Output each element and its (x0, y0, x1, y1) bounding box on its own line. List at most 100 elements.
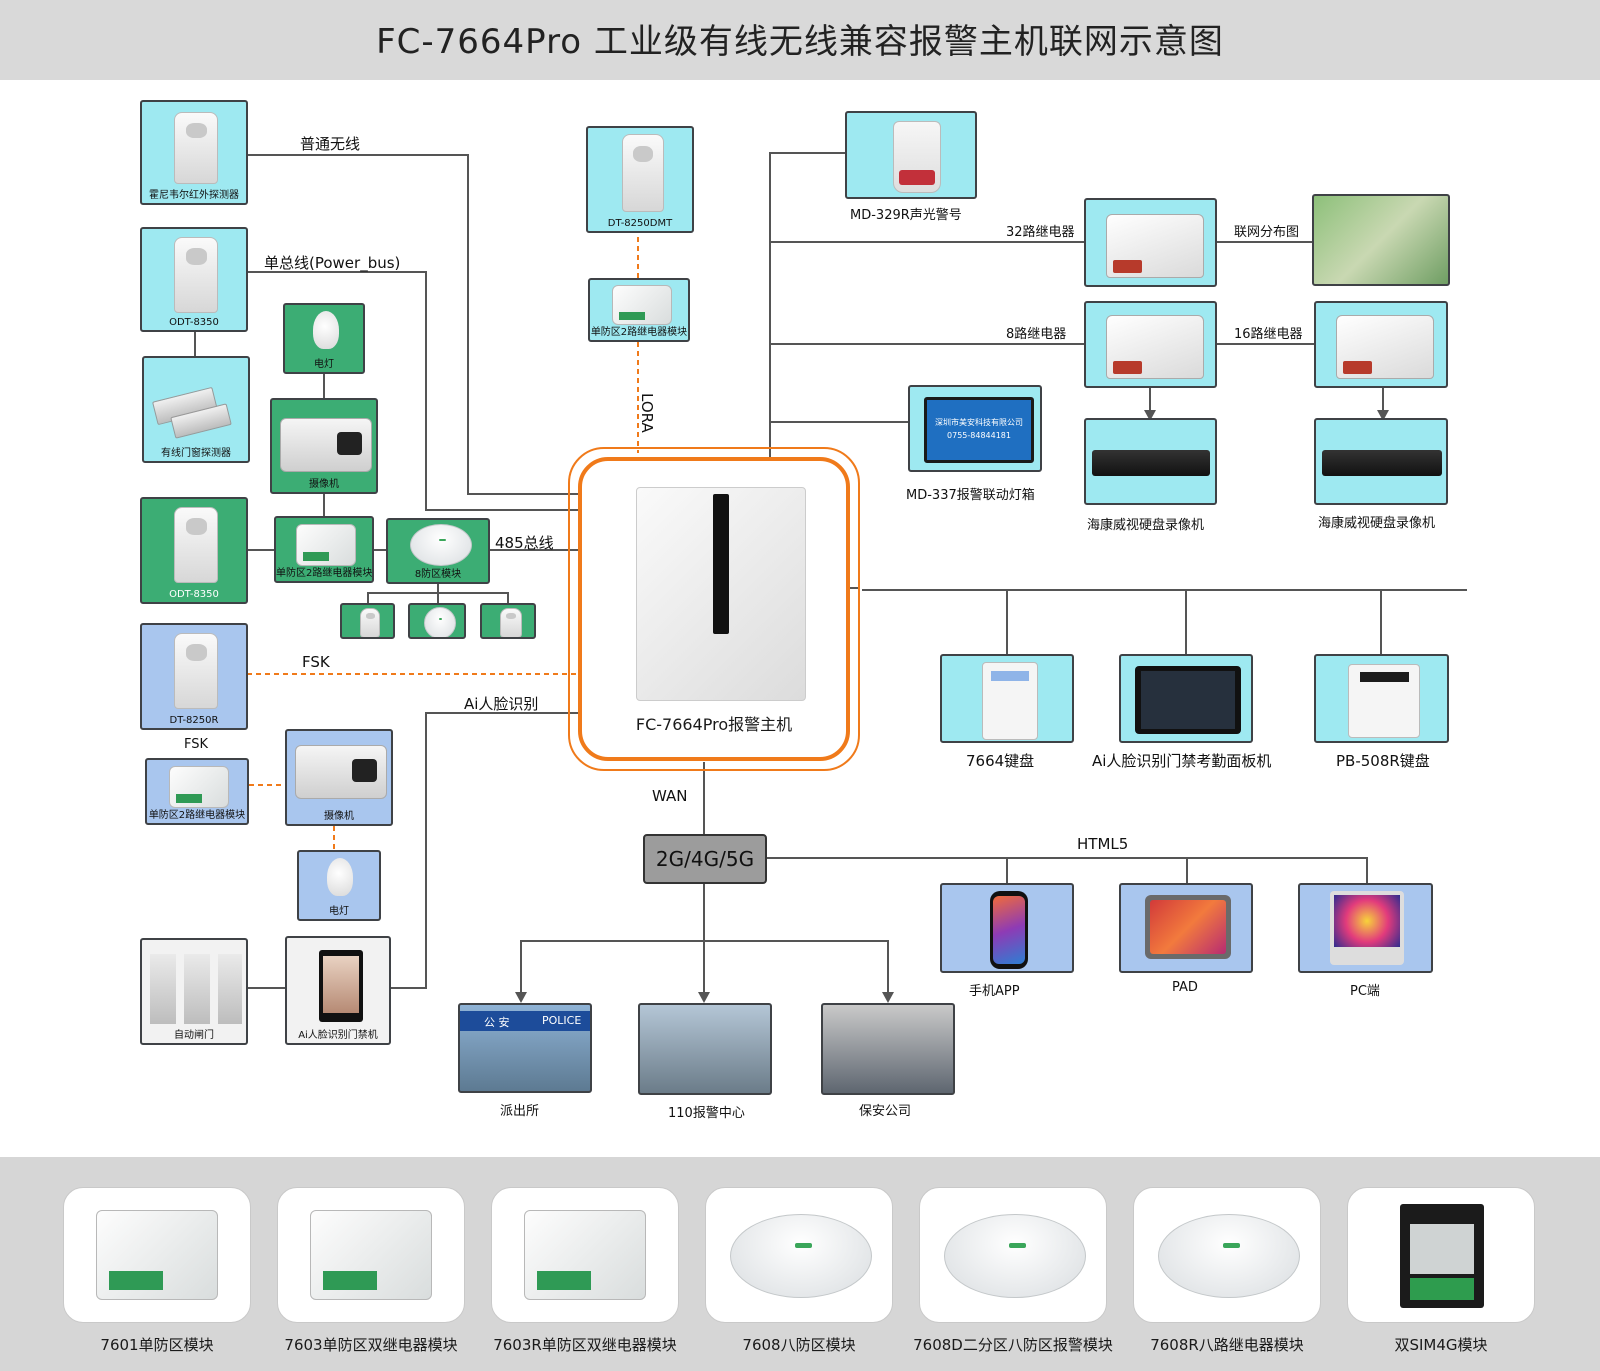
sensor-tile-b[interactable] (408, 603, 466, 639)
link-label-wireless: 普通无线 (300, 135, 361, 153)
arrow-police (515, 992, 527, 1003)
device-label: 摄像机 (309, 479, 339, 490)
zone8-module-tile[interactable]: 8防区模块 (386, 518, 490, 584)
phone-app-tile[interactable] (940, 883, 1074, 973)
module-label: 7601单防区模块 (100, 1336, 214, 1354)
security-company-tile[interactable] (821, 1003, 955, 1095)
link-label-lora: LORA (638, 393, 656, 433)
header-bar: FC-7664Pro 工业级有线无线兼容报警主机联网示意图 (0, 0, 1600, 80)
light-bulb-icon (313, 311, 339, 349)
pc-tile[interactable] (1298, 883, 1433, 973)
module-label: 7608D二分区八防区报警模块 (913, 1336, 1113, 1354)
device-label: ODT-8350 (169, 317, 219, 328)
module-card[interactable] (491, 1187, 679, 1323)
relay16-tile[interactable] (1314, 301, 1448, 388)
module-label: 双SIM4G模块 (1394, 1336, 1488, 1354)
link-label-485: 485总线 (495, 534, 554, 552)
alarm-host[interactable]: FC-7664Pro报警主机 (578, 457, 850, 761)
module-icon (944, 1214, 1086, 1298)
lightbox-label: MD-337报警联动灯箱 (906, 488, 1035, 503)
device-label: 电灯 (329, 906, 349, 917)
camera-tile-2[interactable]: 摄像机 (285, 729, 393, 826)
lamp-tile-1[interactable]: 电灯 (283, 303, 365, 374)
relay8-tile[interactable] (1084, 301, 1217, 388)
relay32-tile[interactable] (1084, 198, 1217, 287)
face-panel-tile[interactable] (1119, 654, 1253, 743)
link-label-powerbus: 单总线(Power_bus) (264, 254, 401, 272)
module-card[interactable] (1347, 1187, 1535, 1323)
lightbox-text-2: 0755-84844181 (947, 431, 1011, 440)
sensor-tile-a[interactable] (340, 603, 395, 639)
sim-module-icon (1400, 1204, 1484, 1308)
keypad-7664-tile[interactable] (940, 654, 1074, 743)
pir-sensor-icon (174, 507, 218, 583)
zone-module-icon (410, 524, 472, 566)
host-outline (568, 447, 860, 771)
honeywell-pir-tile[interactable]: 霍尼韦尔红外探测器 (140, 100, 248, 205)
sensor-icon (360, 608, 380, 637)
keypad-icon (1348, 664, 1420, 738)
wire-net-security (704, 940, 889, 992)
alarm-center-tile[interactable] (638, 1003, 772, 1095)
wire-ai (391, 712, 578, 989)
device-label: 8防区模块 (414, 569, 462, 580)
camera-icon (295, 745, 387, 799)
device-label: 有线门窗探测器 (161, 448, 231, 459)
pad-tile[interactable] (1119, 883, 1253, 973)
dt-8250dmt-tile[interactable]: DT-8250DMT (586, 126, 694, 233)
smoke-detector-icon (424, 607, 456, 637)
turnstile-icon (184, 954, 210, 1024)
face-panel-icon (1135, 666, 1241, 734)
pc-label: PC端 (1350, 984, 1380, 999)
dt-8250r-tile[interactable]: DT-8250R (140, 623, 248, 730)
nvr-tile-1[interactable] (1084, 418, 1217, 505)
odt-8350-tile-2[interactable]: ODT-8350 (140, 497, 248, 604)
relay-module-tile-2[interactable]: 单防区2路继电器模块 (145, 758, 249, 825)
host-label: FC-7664Pro报警主机 (635, 715, 793, 734)
wire-html5 (767, 857, 1368, 883)
desktop-monitor-icon (1330, 891, 1404, 965)
relay-module-tile-3[interactable]: 单防区2路继电器模块 (588, 278, 690, 342)
alarm-host-icon (636, 487, 806, 701)
module-icon (730, 1214, 872, 1298)
face-gate-tile[interactable]: Ai人脸识别门禁机 (285, 936, 391, 1045)
nvr-label-1: 海康威视硬盘录像机 (1087, 518, 1205, 533)
auto-gate-tile[interactable]: 自动闸门 (140, 938, 248, 1045)
network-map-tile[interactable] (1312, 194, 1450, 286)
keypad-pb508r-label: PB-508R键盘 (1336, 752, 1430, 770)
module-card[interactable] (705, 1187, 893, 1323)
siren-label: MD-329R声光警号 (850, 208, 962, 223)
light-bulb-icon (327, 858, 353, 896)
camera-tile-1[interactable]: 摄像机 (270, 398, 378, 494)
police-station-tile[interactable]: 公 安 POLICE (458, 1003, 592, 1093)
relay32-label: 32路继电器 (1006, 225, 1075, 240)
face-panel-label: Ai人脸识别门禁考勤面板机 (1092, 752, 1272, 770)
dvr-icon (1092, 450, 1210, 476)
siren-tile[interactable] (845, 111, 977, 199)
module-label: 7608八防区模块 (742, 1336, 856, 1354)
keypad-pb508r-tile[interactable] (1314, 654, 1449, 743)
lightbox-tile[interactable]: 深圳市美安科技有限公司 0755-84844181 (908, 385, 1042, 472)
turnstile-icon (218, 954, 242, 1024)
relay-board-icon (1106, 214, 1204, 278)
module-card[interactable] (63, 1187, 251, 1323)
keypad-7664-label: 7664键盘 (966, 752, 1035, 770)
module-card[interactable] (919, 1187, 1107, 1323)
lamp-tile-2[interactable]: 电灯 (297, 850, 381, 921)
link-label-ai: Ai人脸识别 (464, 695, 539, 713)
link-label-html5: HTML5 (1077, 835, 1129, 853)
wire-powerbus (247, 271, 578, 511)
pir-sensor-icon (174, 633, 218, 709)
nvr-tile-2[interactable] (1314, 418, 1448, 505)
relay-module-tile-1[interactable]: 单防区2路继电器模块 (274, 516, 374, 583)
sensor-tile-c[interactable] (480, 603, 536, 639)
device-label: Ai人脸识别门禁机 (298, 1030, 378, 1041)
device-label: 霍尼韦尔红外探测器 (149, 190, 239, 201)
module-card[interactable] (1133, 1187, 1321, 1323)
dvr-icon (1322, 450, 1442, 476)
nvr-label-2: 海康威视硬盘录像机 (1318, 516, 1436, 531)
door-sensor-tile[interactable]: 有线门窗探测器 (142, 356, 250, 463)
module-card[interactable] (277, 1187, 465, 1323)
odt-8350-tile[interactable]: ODT-8350 (140, 227, 248, 332)
